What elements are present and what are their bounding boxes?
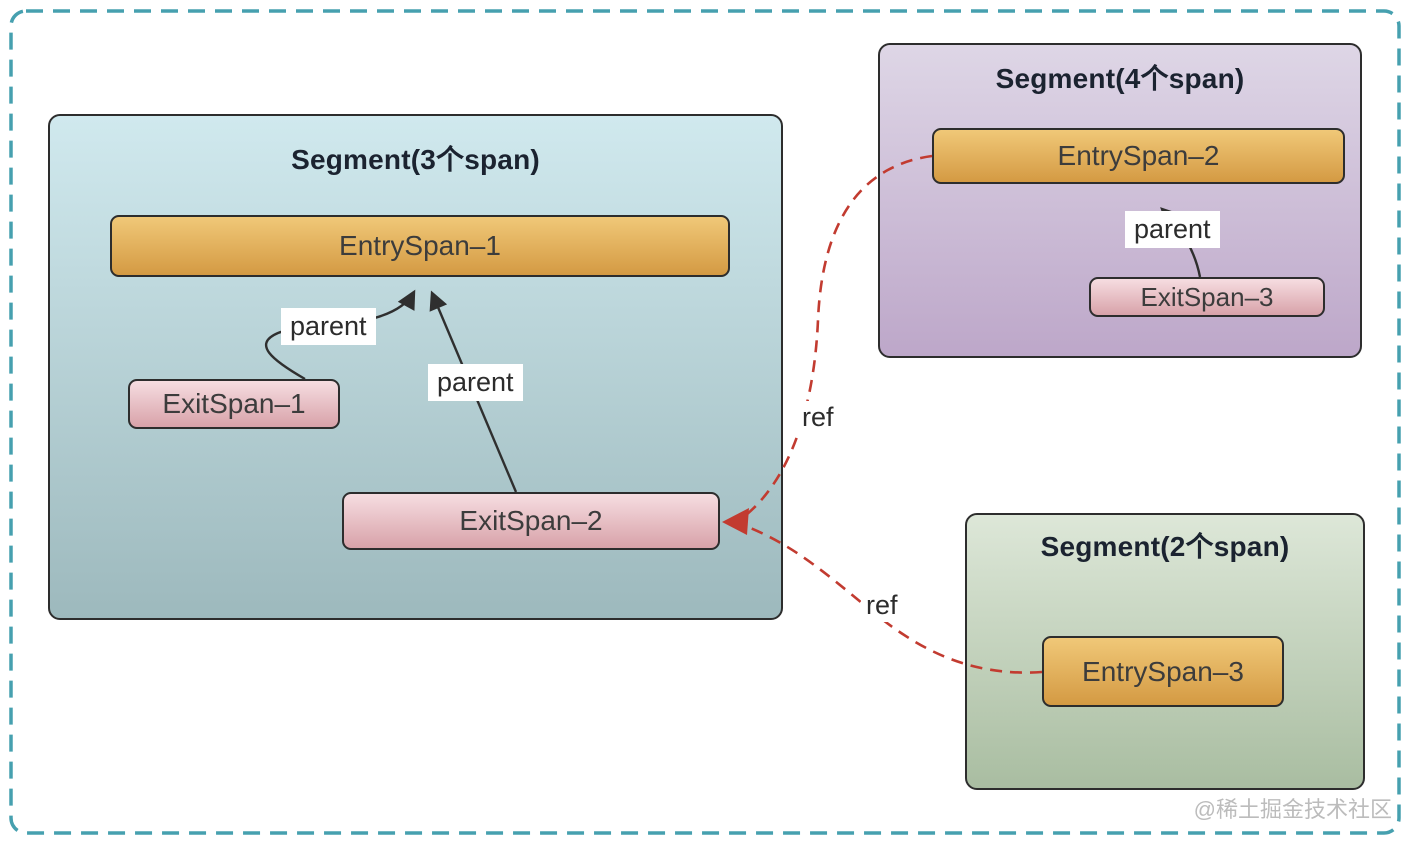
parent-edge-label-3: parent xyxy=(1125,211,1220,249)
exit-span-2: ExitSpan–2 xyxy=(342,492,720,550)
exit-span-1: ExitSpan–1 xyxy=(128,379,340,429)
segment-1-title: Segment(3个span) xyxy=(291,144,540,175)
exit-span-1-label: ExitSpan–1 xyxy=(162,388,306,419)
exit-span-2-label: ExitSpan–2 xyxy=(459,505,603,536)
entry-span-1-label: EntrySpan–1 xyxy=(339,230,501,261)
entry-span-3: EntrySpan–3 xyxy=(1042,636,1284,707)
segment-3-title: Segment(2个span) xyxy=(1040,531,1290,562)
ref-edge-label-1: ref xyxy=(797,401,839,435)
parent-edge-label-1: parent xyxy=(281,308,376,346)
exit-span-3-label: ExitSpan–3 xyxy=(1140,281,1274,312)
entry-span-1: EntrySpan–1 xyxy=(110,215,730,277)
watermark-text: @稀土掘金技术社区 xyxy=(1193,797,1392,822)
entry-span-2-label: EntrySpan–2 xyxy=(1057,140,1220,171)
segment-2-title: Segment(4个span) xyxy=(995,63,1245,94)
parent-edge-label-2: parent xyxy=(428,364,523,402)
exit-span-3: ExitSpan–3 xyxy=(1089,277,1325,317)
entry-span-2: EntrySpan–2 xyxy=(932,128,1345,184)
entry-span-3-label: EntrySpan–3 xyxy=(1082,655,1244,687)
ref-edge-label-2: ref xyxy=(861,589,903,623)
